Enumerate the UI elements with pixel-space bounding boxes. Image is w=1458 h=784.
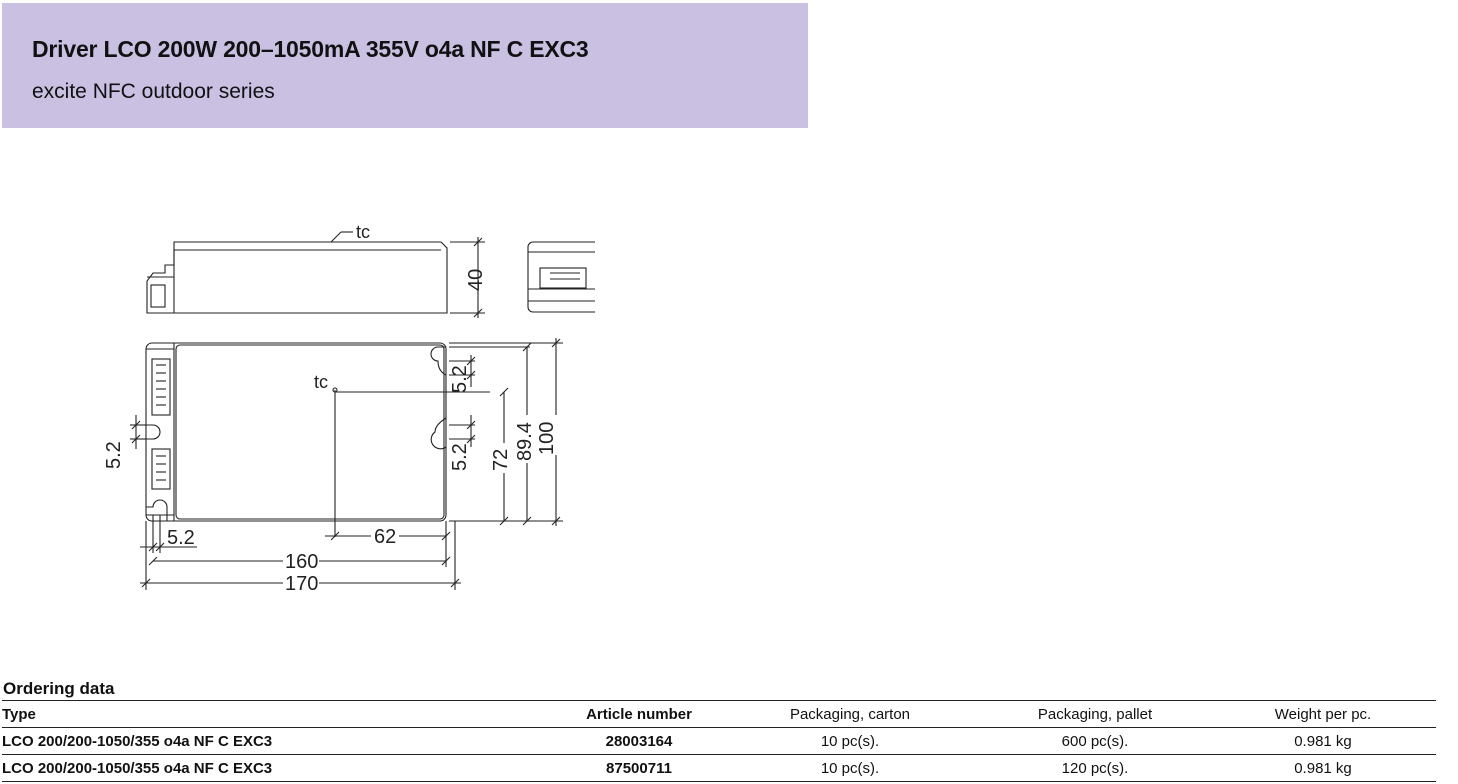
- dim-width-170: 170: [285, 573, 318, 595]
- top-view: [130, 338, 563, 590]
- cell-article: 87500711: [606, 759, 672, 777]
- ordering-data-title: Ordering data: [3, 679, 115, 698]
- product-series: excite NFC outdoor series: [32, 80, 275, 103]
- end-view: [527, 241, 595, 313]
- dim-tc-top: tc: [356, 222, 370, 242]
- side-view: [146, 231, 485, 318]
- dim-width-160: 160: [285, 551, 318, 573]
- ordering-table: Type Article number Packaging, carton Pa…: [2, 700, 1436, 782]
- dim-height: 40: [465, 269, 487, 291]
- cell-weight: 0.981 kg: [1294, 732, 1352, 750]
- dim-hole-right-top: 5.2: [449, 365, 471, 393]
- col-packaging-carton: Packaging, carton: [789, 705, 911, 723]
- dim-tc-main: tc: [314, 372, 328, 392]
- table-row: LCO 200/200-1050/355 o4a NF C EXC3 87500…: [2, 755, 1436, 782]
- table-header-row: Type Article number Packaging, carton Pa…: [2, 700, 1436, 728]
- col-type: Type: [2, 705, 36, 723]
- dim-width-62: 62: [374, 526, 396, 548]
- dim-depth-89-4: 89.4: [514, 422, 536, 461]
- dim-hole-bottom: 5.2: [167, 527, 195, 549]
- dim-depth-72: 72: [490, 449, 512, 471]
- cell-carton: 10 pc(s).: [820, 732, 880, 750]
- cell-pallet: 600 pc(s).: [1061, 732, 1129, 750]
- col-weight: Weight per pc.: [1274, 705, 1372, 723]
- cell-type: LCO 200/200-1050/355 o4a NF C EXC3: [2, 759, 273, 777]
- dim-hole-right-mid: 5.2: [449, 443, 471, 471]
- dim-hole-left: 5.2: [103, 441, 125, 469]
- col-packaging-pallet: Packaging, pallet: [1037, 705, 1153, 723]
- product-header: [2, 3, 808, 128]
- dimension-drawing: tc tc 40 100 89.4 72 5.2 5.2 5.2 5.2 62 …: [103, 222, 595, 595]
- dim-depth-100: 100: [536, 422, 558, 455]
- table-row: LCO 200/200-1050/355 o4a NF C EXC3 28003…: [2, 728, 1436, 755]
- col-article-number: Article number: [586, 705, 692, 723]
- cell-weight: 0.981 kg: [1294, 759, 1352, 777]
- cell-type: LCO 200/200-1050/355 o4a NF C EXC3: [2, 732, 273, 750]
- product-title: Driver LCO 200W 200–1050mA 355V o4a NF C…: [32, 36, 589, 62]
- cell-pallet: 120 pc(s).: [1061, 759, 1129, 777]
- cell-carton: 10 pc(s).: [820, 759, 880, 777]
- cell-article: 28003164: [605, 732, 673, 750]
